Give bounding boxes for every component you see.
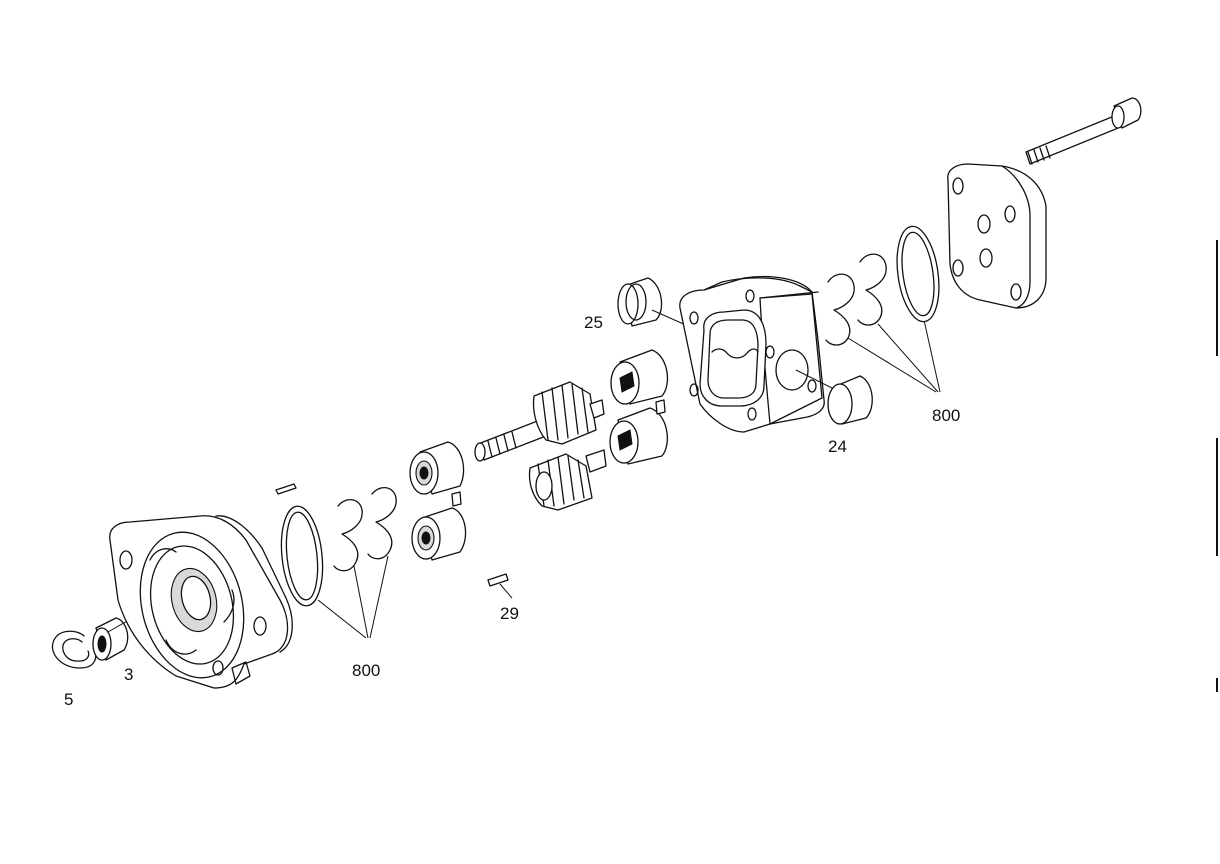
plug-24 — [827, 375, 873, 425]
bearing-bushing-front-lower — [411, 507, 467, 561]
gasket-front — [280, 505, 324, 607]
pump-body — [679, 275, 841, 433]
seal-ring — [92, 591, 179, 661]
callout-5: 5 — [64, 690, 73, 709]
callout-3: 3 — [124, 665, 133, 684]
seal-clips-front — [317, 487, 397, 639]
plug-25 — [617, 277, 689, 327]
drive-gear-shaft — [474, 381, 605, 462]
callout-29: 29 — [500, 604, 519, 623]
dowel-pin-small-rear — [655, 399, 666, 415]
dowel-pin-small-front — [451, 491, 462, 507]
bearing-bushing-rear-lower — [609, 407, 668, 465]
callout-800-front: 800 — [352, 661, 380, 680]
dowel-pin-29 — [487, 573, 513, 599]
bolt — [1025, 97, 1142, 165]
callout-800-rear: 800 — [932, 406, 960, 425]
dowel-pin-front — [275, 483, 297, 495]
callout-25: 25 — [584, 313, 603, 332]
front-flange — [109, 515, 293, 689]
callout-24: 24 — [828, 437, 847, 456]
gasket-rear — [896, 225, 940, 323]
rear-cover — [947, 163, 1047, 309]
bearing-bushing-rear-upper — [610, 349, 669, 405]
seal-clips-rear — [825, 253, 941, 393]
driven-gear — [528, 449, 607, 511]
circlip — [51, 630, 97, 669]
bearing-bushing-front-upper — [409, 441, 465, 495]
